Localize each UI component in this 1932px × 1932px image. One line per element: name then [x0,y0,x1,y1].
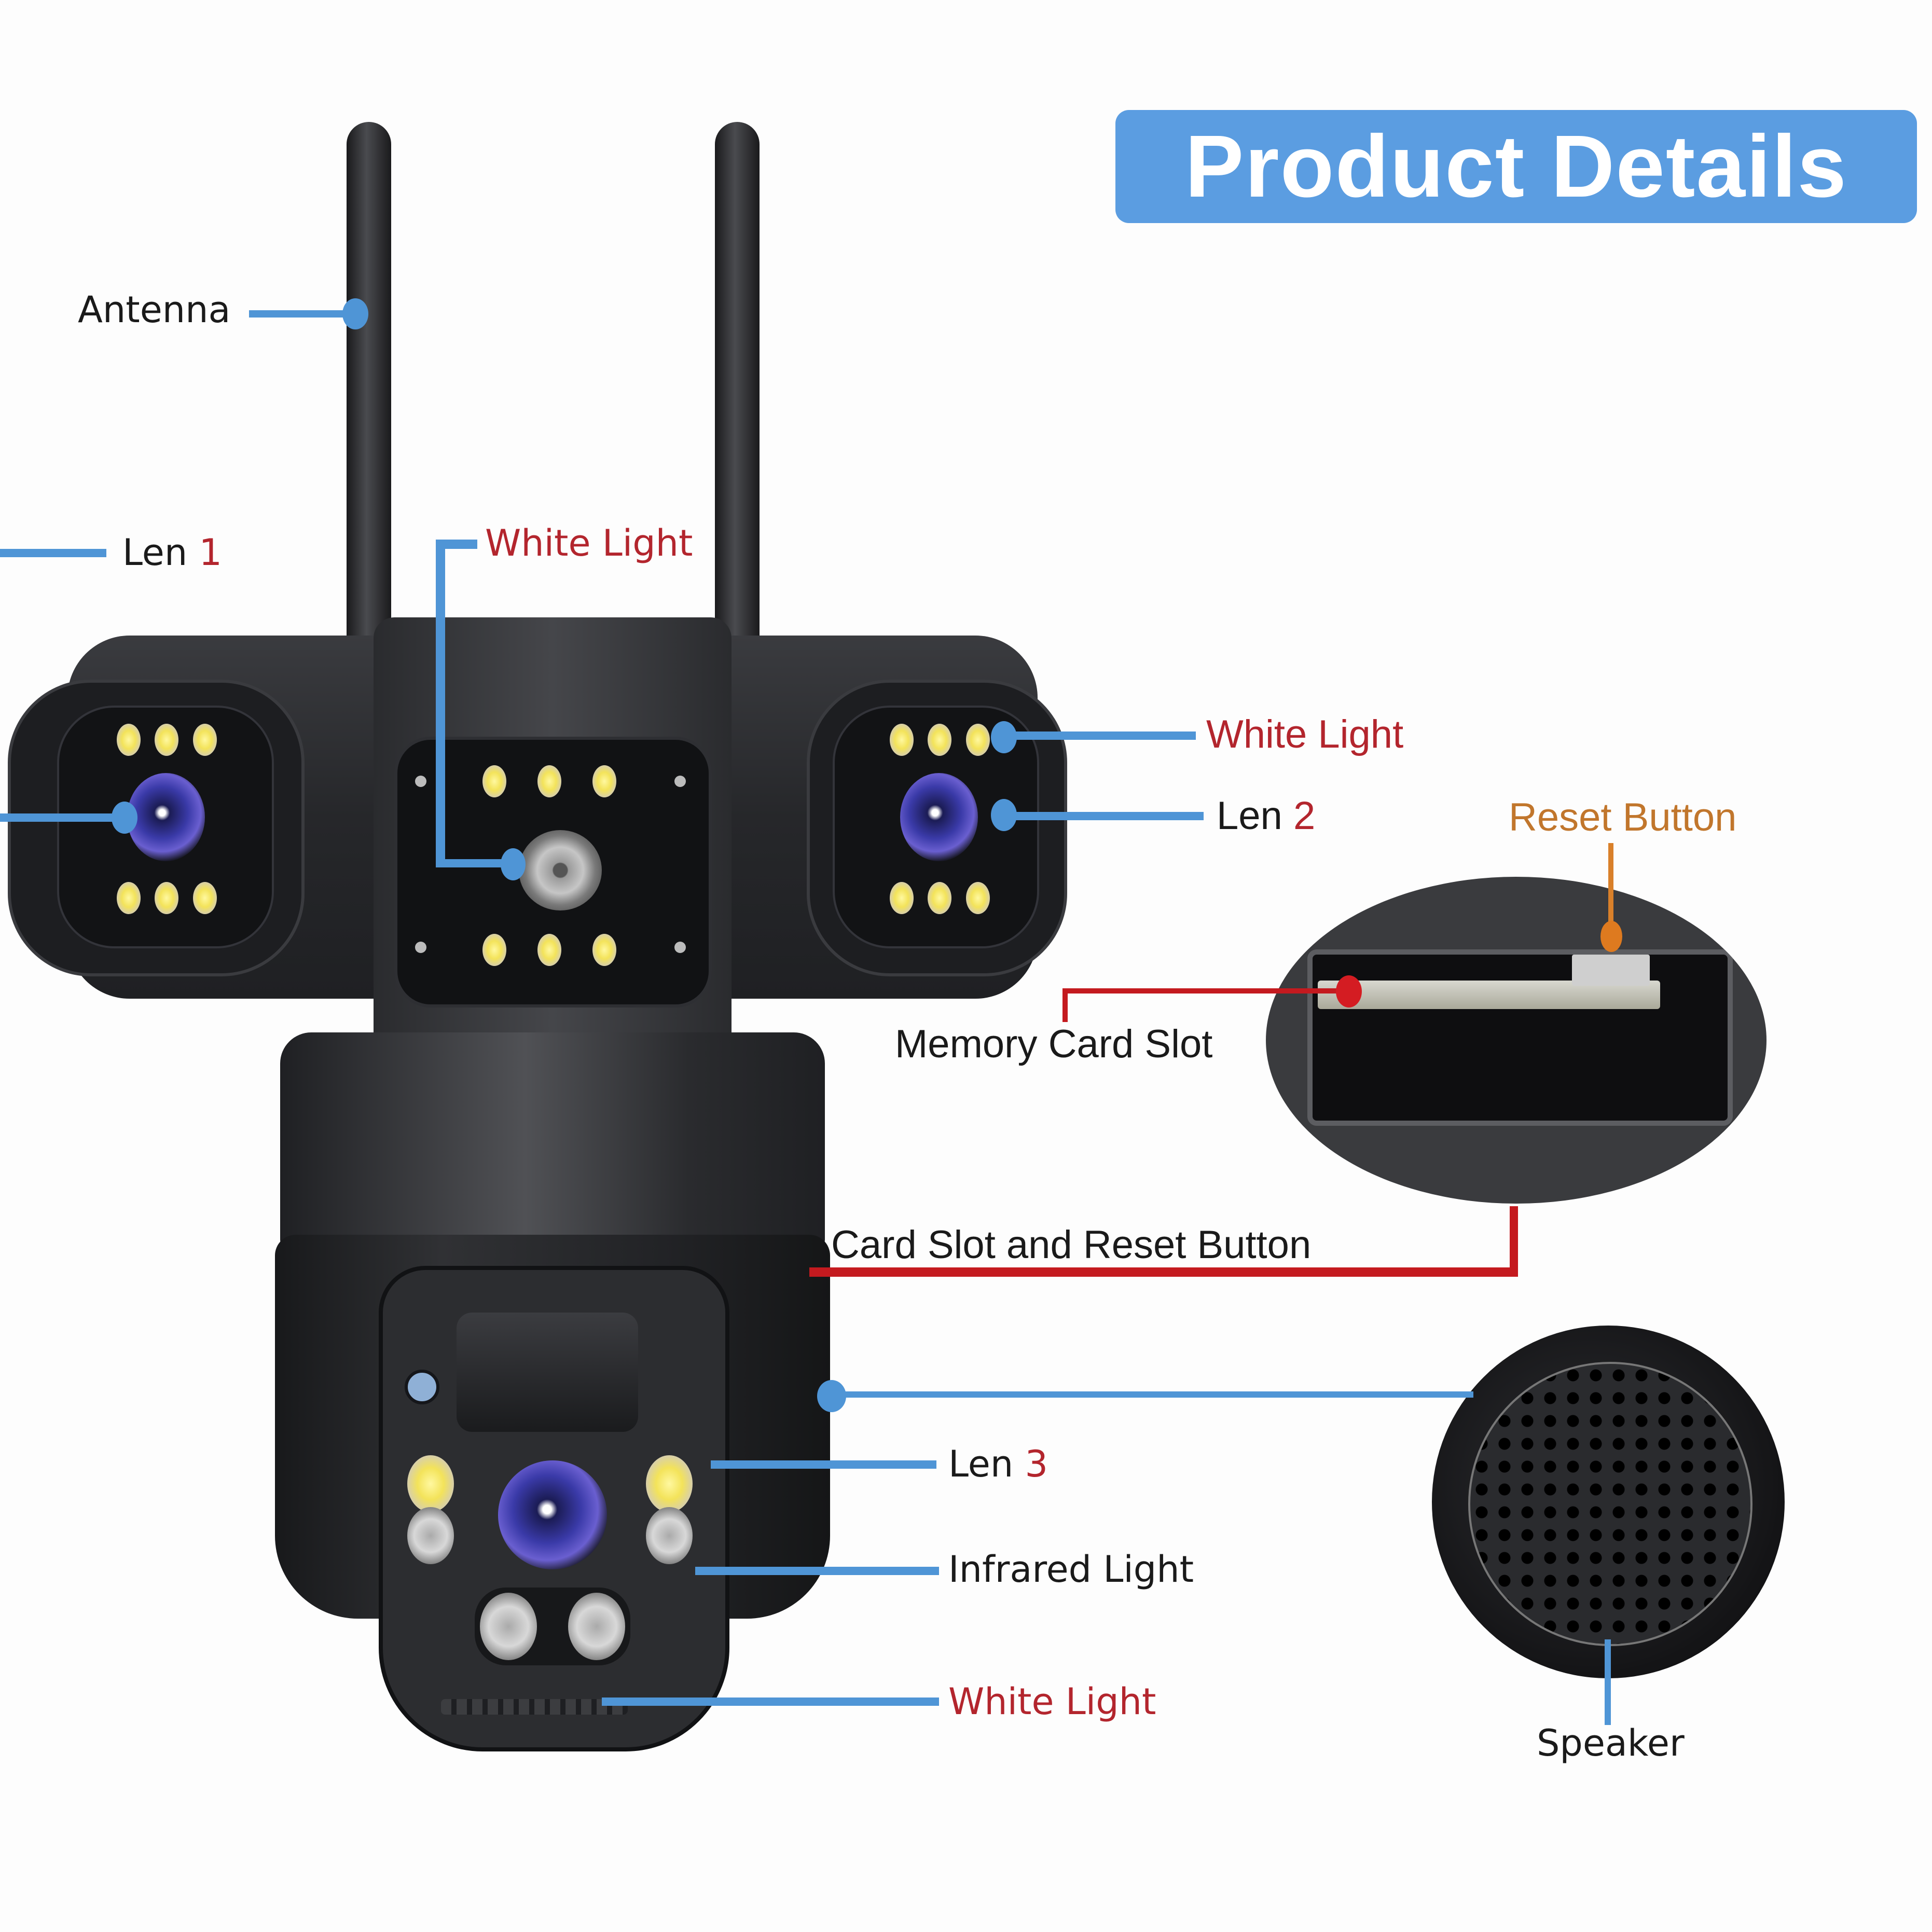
light-sensor [519,830,602,910]
label-len1: Len 1 [122,534,222,571]
label-len3-prefix: Len [948,1443,1014,1485]
reset-switch [1572,955,1650,986]
speaker-inset [1432,1326,1785,1678]
rotating-base [280,1032,825,1250]
callout-dot-antenna [342,298,368,329]
led-c6 [592,934,616,966]
callout-line-infrared [695,1567,939,1575]
callout-line-white-light-bottom [602,1698,939,1706]
led-r1 [890,724,914,756]
led-r4 [890,882,914,914]
screw [415,776,426,787]
page-title: Product Details [1185,117,1847,216]
ptz-ir-led-right [646,1507,693,1564]
callout-dot-len1 [112,802,137,834]
led-l2 [155,724,178,756]
callout-line-len1 [0,549,106,557]
callout-line-white-light-right [1004,732,1196,740]
label-memory-card-slot: Memory Card Slot [895,1022,1213,1066]
lens-1 [127,773,205,861]
ptz-grille [441,1699,628,1715]
callout-line-speaker-body [835,1391,1473,1398]
card-slot-inset [1266,877,1767,1204]
label-len3-number: 3 [1025,1443,1048,1485]
callout-dot-memory [1336,975,1362,1008]
ptz-white-led-left [407,1455,454,1512]
callout-dot-white-light-right [991,721,1017,753]
led-r6 [966,882,990,914]
label-speaker: Speaker [1537,1722,1685,1764]
label-white-light-right: White Light [1206,712,1404,756]
label-len3: Len 3 [948,1446,1048,1482]
lens-2 [900,773,978,861]
ptz-white-led-right [646,1455,693,1512]
callout-line-len2 [1004,812,1204,820]
product-details-banner: Product Details [1115,110,1917,223]
label-card-slot-reset-button: Card Slot and Reset Button [831,1223,1312,1267]
ptz-window [457,1313,638,1432]
callout-dot-len2 [991,799,1017,831]
camera-illustration [8,122,1067,1751]
callout-line-memory-v [1062,988,1068,1022]
callout-line-white-light-top-h2 [436,859,514,867]
led-l3 [193,724,217,756]
label-infrared-light: Infrared Light [948,1548,1194,1591]
led-l1 [117,724,141,756]
label-antenna: Antenna [78,288,231,331]
antenna-left [347,122,391,646]
lens-3 [498,1460,607,1569]
led-l6 [193,882,217,914]
screw [415,942,426,953]
label-len1-number: 1 [199,531,223,574]
callout-line-speaker-v [1605,1639,1611,1725]
label-len2-number: 2 [1293,794,1316,838]
led-c4 [482,934,506,966]
ptz-ir-led-bottom-right [568,1593,625,1660]
callout-line-len3 [711,1460,936,1469]
callout-line-len1-lens [0,813,125,822]
callout-line-white-light-top-v [436,540,445,866]
callout-dot-reset [1600,921,1622,952]
callout-line-card-slot-v [1510,1206,1518,1277]
screw [674,776,686,787]
led-l4 [117,882,141,914]
label-len2-prefix: Len [1217,794,1282,838]
screw [674,942,686,953]
slot-recess [1307,949,1733,1126]
label-len1-prefix: Len [122,531,188,574]
led-r2 [928,724,951,756]
callout-line-memory-h [1062,988,1353,993]
label-white-light-top: White Light [485,522,693,564]
callout-line-antenna [249,310,358,318]
ptz-ir-led-left [407,1507,454,1564]
callout-dot-speaker-body [817,1380,846,1412]
led-c1 [482,765,506,797]
led-c2 [537,765,561,797]
led-c5 [537,934,561,966]
antenna-right [715,122,760,646]
label-reset-button: Reset Button [1509,795,1737,839]
led-r3 [966,724,990,756]
callout-line-white-light-top-h [436,540,477,549]
ptz-ir-led-bottom-left [480,1593,537,1660]
callout-line-card-slot-h [809,1267,1517,1277]
label-len2: Len 2 [1217,796,1315,836]
speaker-grille [1468,1362,1752,1646]
callout-line-reset [1608,843,1613,936]
led-r5 [928,882,951,914]
status-indicator [405,1370,439,1404]
led-l5 [155,882,178,914]
led-c3 [592,765,616,797]
label-white-light-bottom: White Light [948,1680,1156,1723]
callout-dot-white-light-top [501,848,526,880]
